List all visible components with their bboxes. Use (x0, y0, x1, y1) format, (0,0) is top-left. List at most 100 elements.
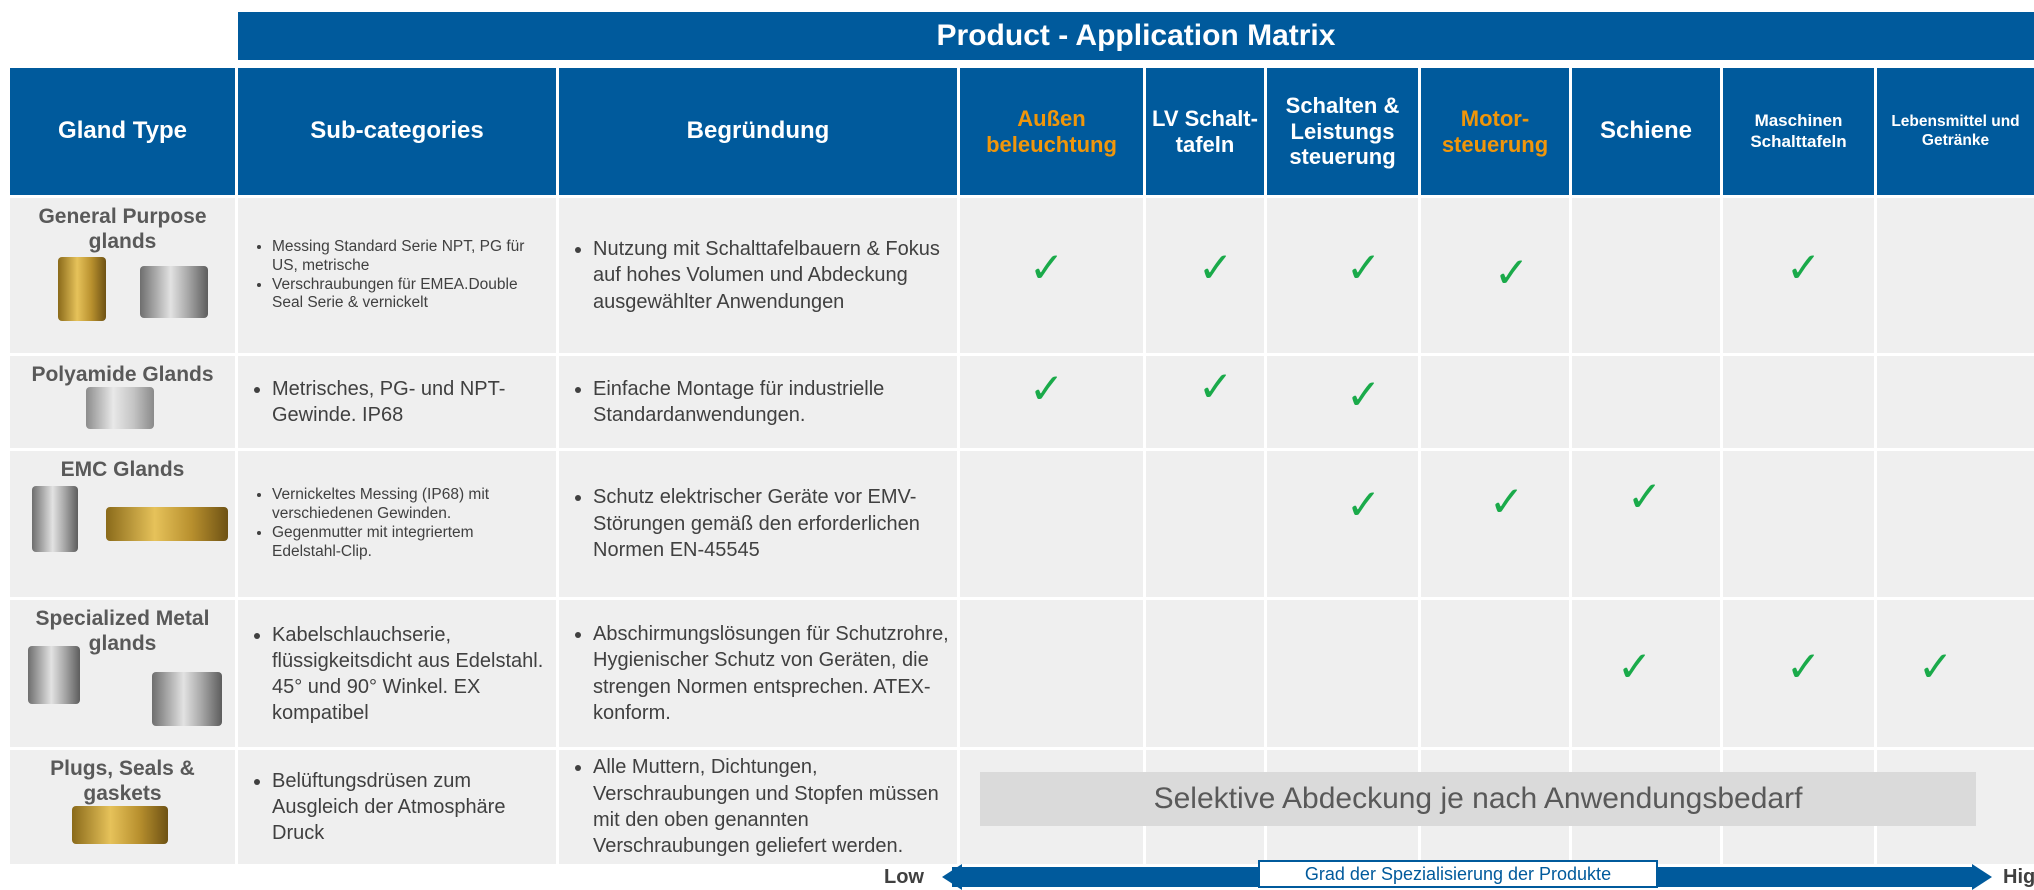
reason-item: Alle Muttern, Dichtungen, Verschraubunge… (593, 754, 949, 860)
table-cell (1146, 451, 1264, 597)
table-cell (1877, 600, 2034, 747)
table-cell (960, 451, 1143, 597)
reason-item: Abschirmungslösungen für Schutzrohre, Hy… (593, 621, 949, 727)
header-application: Schalten & Leistungs steuerung (1267, 68, 1418, 195)
subcategories-cell: Vernickeltes Messing (IP68) mit verschie… (250, 451, 546, 597)
table-cell (1877, 356, 2034, 448)
matrix-title: Product - Application Matrix (238, 12, 2034, 60)
table-cell (1723, 198, 1874, 353)
table-cell (1146, 600, 1264, 747)
subcategory-item: Belüftungsdrüsen zum Ausgleich der Atmos… (272, 768, 546, 846)
table-cell (1723, 356, 1874, 448)
check-mark-icon: ✓ (1627, 472, 1663, 521)
check-mark-icon: ✓ (1346, 370, 1382, 419)
header-application: Außen beleuchtung (960, 68, 1143, 195)
table-cell (238, 750, 556, 864)
polyamide-gland-image (86, 387, 154, 429)
subcategory-item: Gegenmutter mit integriertem Edelstahl-C… (272, 524, 546, 562)
scale-high-label: Hig (2003, 866, 2034, 888)
table-cell (559, 451, 957, 597)
subcategory-list: Belüftungsdrüsen zum Ausgleich der Atmos… (250, 768, 546, 846)
gland-type-cell: EMC Glands (10, 451, 235, 597)
reason-item: Einfache Montage für industrielle Standa… (593, 376, 949, 429)
reason-list: Schutz elektrischer Geräte vor EMV-Störu… (571, 484, 949, 563)
gasket-rings-image (72, 806, 168, 844)
header-application: Lebensmittel und Getränke (1877, 68, 2034, 195)
table-cell (559, 600, 957, 747)
gland-type-name: Specialized Metal glands (35, 607, 210, 656)
angled-gland-image (152, 672, 222, 726)
table-cell (1267, 600, 1418, 747)
subcategory-list: Messing Standard Serie NPT, PG für US, m… (250, 238, 546, 314)
reason-item: Schutz elektrischer Geräte vor EMV-Störu… (593, 484, 949, 563)
table-cell (1267, 356, 1418, 448)
check-mark-icon: ✓ (1489, 477, 1525, 526)
reason-cell: Einfache Montage für industrielle Standa… (571, 356, 949, 448)
table-cell (1146, 356, 1264, 448)
reason-list: Nutzung mit Schalttafelbauern & Fokus au… (571, 236, 949, 315)
reason-list: Abschirmungslösungen für Schutzrohre, Hy… (571, 621, 949, 727)
table-cell (960, 198, 1143, 353)
gland-type-cell: Polyamide Glands (10, 356, 235, 448)
table-cell (960, 356, 1143, 448)
gland-type-cell: Specialized Metal glands (10, 600, 235, 747)
table-cell (960, 600, 1143, 747)
emc-gland-image (32, 486, 78, 552)
reason-cell: Alle Muttern, Dichtungen, Verschraubunge… (571, 750, 949, 864)
check-mark-icon: ✓ (1198, 362, 1234, 411)
gland-type-cell: Plugs, Seals & gaskets (10, 750, 235, 864)
table-cell (1723, 451, 1874, 597)
subcategory-item: Metrisches, PG- und NPT-Gewinde. IP68 (272, 376, 546, 428)
arrow-right-icon (1972, 864, 1992, 890)
table-cell (1421, 356, 1569, 448)
gland-type-cell: General Purpose glands (10, 198, 235, 353)
subcategories-cell: Belüftungsdrüsen zum Ausgleich der Atmos… (250, 750, 546, 864)
header-application: Motor- steuerung (1421, 68, 1569, 195)
subcategory-item: Kabelschlauchserie, flüssigkeitsdicht au… (272, 622, 546, 726)
check-mark-icon: ✓ (1494, 248, 1530, 297)
check-mark-icon: ✓ (1918, 642, 1954, 691)
table-cell (1877, 198, 2034, 353)
subcategories-cell: Kabelschlauchserie, flüssigkeitsdicht au… (250, 600, 546, 747)
table-cell (1421, 198, 1569, 353)
selective-coverage-note: Selektive Abdeckung je nach Anwendungsbe… (980, 772, 1976, 826)
table-cell (238, 600, 556, 747)
table-cell (1421, 600, 1569, 747)
reason-cell: Schutz elektrischer Geräte vor EMV-Störu… (571, 451, 949, 597)
check-mark-icon: ✓ (1346, 480, 1382, 529)
subcategory-list: Metrisches, PG- und NPT-Gewinde. IP68 (250, 376, 546, 428)
gland-type-name: Plugs, Seals & gaskets (50, 757, 195, 806)
metal-gland-image (28, 646, 80, 704)
gland-type-name: EMC Glands (60, 458, 185, 481)
check-mark-icon: ✓ (1029, 243, 1065, 292)
table-cell (1146, 198, 1264, 353)
header-subcategories: Sub-categories (238, 68, 556, 195)
reason-cell: Abschirmungslösungen für Schutzrohre, Hy… (571, 600, 949, 747)
table-cell (1723, 600, 1874, 747)
check-mark-icon: ✓ (1198, 243, 1234, 292)
subcategory-item: Messing Standard Serie NPT, PG für US, m… (272, 238, 546, 276)
table-cell (1877, 451, 2034, 597)
reason-list: Alle Muttern, Dichtungen, Verschraubunge… (571, 754, 949, 860)
header-application: Maschinen Schalttafeln (1723, 68, 1874, 195)
subcategories-cell: Messing Standard Serie NPT, PG für US, m… (250, 198, 546, 353)
reason-item: Nutzung mit Schalttafelbauern & Fokus au… (593, 236, 949, 315)
table-cell (238, 356, 556, 448)
reason-cell: Nutzung mit Schalttafelbauern & Fokus au… (571, 198, 949, 353)
table-cell (1572, 356, 1720, 448)
header-reason: Begründung (559, 68, 957, 195)
table-cell (1267, 198, 1418, 353)
specialization-scale-label: Grad der Spezialisierung der Produkte (1258, 860, 1658, 888)
table-cell (559, 750, 957, 864)
gland-type-name: Polyamide Glands (31, 363, 214, 386)
table-cell (238, 451, 556, 597)
emc-gland-assembly-image (106, 507, 228, 541)
check-mark-icon: ✓ (1786, 642, 1822, 691)
subcategory-item: Verschraubungen für EMEA.Double Seal Ser… (272, 276, 546, 314)
subcategories-cell: Metrisches, PG- und NPT-Gewinde. IP68 (250, 356, 546, 448)
nickel-gland-image (140, 266, 208, 318)
table-cell (1572, 451, 1720, 597)
header-application: LV Schalt- tafeln (1146, 68, 1264, 195)
table-cell (238, 198, 556, 353)
check-mark-icon: ✓ (1786, 243, 1822, 292)
